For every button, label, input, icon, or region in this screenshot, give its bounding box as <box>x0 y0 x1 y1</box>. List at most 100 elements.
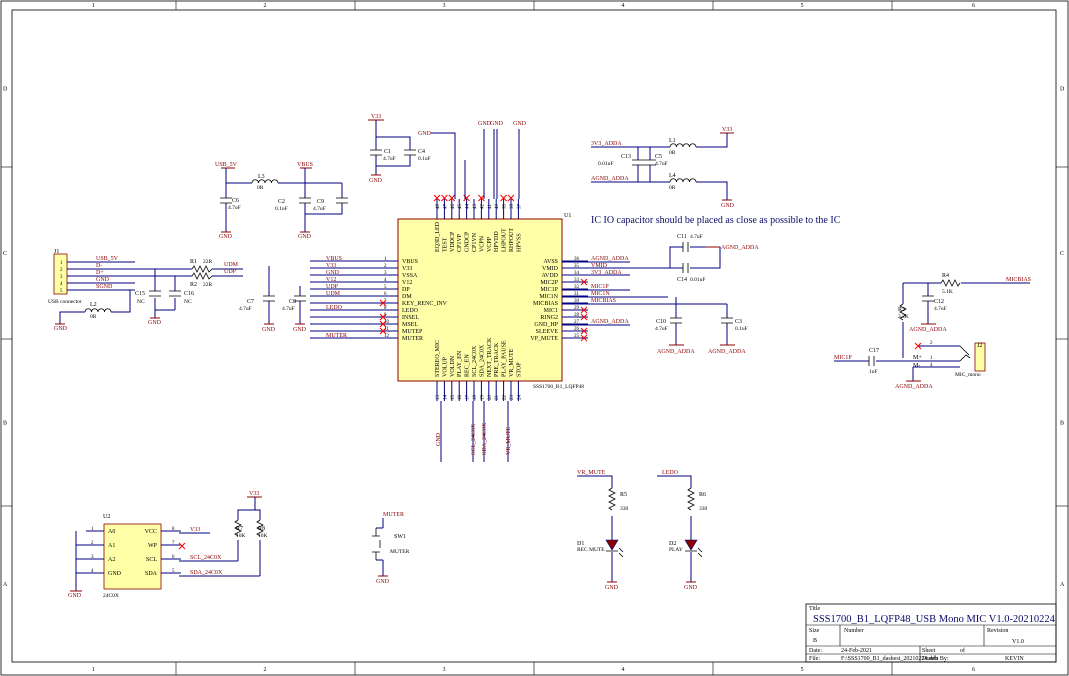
net-gnd-j1: GND <box>96 277 110 283</box>
u1-pin-name: HPVDD <box>494 231 500 252</box>
u1-pin-number: 9 <box>384 313 387 318</box>
j1-pin-number: 1 <box>60 261 63 266</box>
u2-pin-name: A0 <box>108 529 115 535</box>
j2-mm: M- <box>913 363 920 369</box>
gnd-symbol: GND <box>54 323 68 332</box>
c3-ref: C3 <box>735 319 742 325</box>
net-ledo-led: LEDO <box>662 470 679 476</box>
net-gnd-top2: GND <box>478 121 492 127</box>
l1-ref: L1 <box>669 138 676 144</box>
j2-pin2: 2 <box>930 341 933 346</box>
u1-pin-name: CP1VN <box>472 232 478 252</box>
u1-pin-name: MIC2P <box>540 280 558 286</box>
u1-pin-number: 22 <box>503 395 508 401</box>
ruler-row-label: A <box>1060 582 1065 588</box>
u1-pin-number: 15 <box>451 395 456 401</box>
u1-pin-name: VDDCP <box>450 231 456 252</box>
l4-val: 0R <box>669 185 676 191</box>
net-scl-u2: SCL_24C0X <box>190 555 222 561</box>
net-sda-bottom: SDA_24C0X <box>482 422 488 455</box>
no-connect-mark <box>500 194 507 202</box>
no-connect-mark <box>478 194 485 202</box>
c7-val: 4.7uF <box>239 306 252 312</box>
tb-number-label: Number <box>844 628 864 634</box>
gnd-symbol: GND <box>684 581 698 591</box>
u1-pin-number: 48 <box>436 204 441 210</box>
d2-ref: D2 <box>669 541 676 547</box>
u1-pin-net: V12 <box>326 277 336 283</box>
u1-pin-number: 45 <box>458 204 463 210</box>
no-connect-mark <box>580 327 588 335</box>
u2-pin-number: 4 <box>91 569 94 574</box>
c15-val: NC <box>137 299 145 305</box>
u1-pin-number: 2 <box>384 264 387 269</box>
l2-ref: L2 <box>90 302 97 308</box>
no-connect-mark <box>580 334 588 342</box>
tb-revision-label: Revision <box>987 628 1008 634</box>
c11-val: 4.7uF <box>690 234 703 240</box>
u1-pin-number: 17 <box>466 395 471 401</box>
net-usb5v-top: USB_5V <box>215 162 238 168</box>
u1-pin-name: PLAY_EN <box>457 350 463 377</box>
u1-pin-number: 20 <box>488 395 493 401</box>
c9-ref: C9 <box>317 199 324 205</box>
ruler-col-label: 4 <box>622 3 625 9</box>
u1-pin-net: LEDO <box>326 305 343 311</box>
c10-val: 4.7uF <box>655 326 668 332</box>
l4-ref: L4 <box>669 173 676 179</box>
ruler-col-label: 3 <box>443 667 446 673</box>
u1-pin-number: 3 <box>384 271 387 276</box>
r2-ref: R2 <box>190 282 197 288</box>
r4-val: 5.1K <box>942 289 953 295</box>
u1-pin-number: 34 <box>574 271 580 276</box>
c2-ref: C2 <box>278 199 285 205</box>
u2-pin-name: VCC <box>145 529 157 535</box>
u2-pin-name: SDA <box>145 571 158 577</box>
gnd-symbol: GND <box>293 323 307 333</box>
c8-ref: C8 <box>289 299 296 305</box>
j1-ref: J1 <box>54 249 59 255</box>
u1-pin-net: VMID <box>591 263 608 269</box>
ruler-row-label: D <box>1060 87 1065 93</box>
u2-pin-number: 2 <box>91 541 94 546</box>
gnd-label: GND <box>54 326 68 332</box>
net-sgnd: SGND <box>96 284 113 290</box>
ruler-row-label: D <box>3 87 8 93</box>
u1-pin-name: MIC1P <box>540 287 558 293</box>
u1-pin-number: 36 <box>574 257 580 262</box>
gnd-symbol: GND <box>68 590 82 599</box>
u1-pin-net: MIC1P <box>591 284 609 290</box>
u1-pin-name: VCPN <box>479 235 485 252</box>
net-udm: UDM <box>224 262 239 268</box>
u1-pin-name: VOLUP <box>442 356 448 377</box>
j1-pin-number: 2 <box>60 268 63 273</box>
c17-val: 1uF <box>869 369 878 375</box>
net-gnd-top1: GND <box>418 131 432 137</box>
net-v33-right: V33 <box>722 127 732 133</box>
u1-ref: U1 <box>564 213 571 219</box>
u1-pin-net: AGND_ADDA <box>591 319 629 325</box>
analog-supply: 3V3_ADDA AGND_ADDA V33 L1 0R L4 0R C13 0… <box>591 127 841 226</box>
u2-pin-name: GND <box>108 571 122 577</box>
gnd-label: GND <box>605 585 619 591</box>
u1-pin-net: AGND_ADDA <box>591 256 629 262</box>
u1-pin-number: 42 <box>480 204 485 210</box>
net-dp: D+ <box>96 270 104 276</box>
u1-pin-name: MUTEP <box>402 329 423 335</box>
u1-pin-name: VSSA <box>402 273 418 279</box>
u1-pin-name: SDA_24C0X <box>479 344 485 377</box>
net-agnd-c3: AGND_ADDA <box>708 349 746 355</box>
c14-val: 0.01uF <box>690 277 705 283</box>
u1-pin-number: 11 <box>384 327 389 332</box>
u1-pin-name: GNDCP <box>465 231 471 252</box>
c12-val: 4.7uF <box>934 306 947 312</box>
net-vbus-top: VBUS <box>297 162 313 168</box>
u2-pin-number: 6 <box>172 555 175 560</box>
no-connect-mark <box>507 194 515 202</box>
c5-ref: C5 <box>655 154 662 160</box>
r5-ref: R5 <box>620 492 627 498</box>
no-connect-mark <box>580 313 588 321</box>
u1-bottom-pins: 13STEREO_MIC14VOLUP15VOLDN16PLAY_EN17REC… <box>435 337 522 401</box>
no-connect-mark <box>379 327 387 335</box>
u1-pin-number: 44 <box>466 204 471 210</box>
